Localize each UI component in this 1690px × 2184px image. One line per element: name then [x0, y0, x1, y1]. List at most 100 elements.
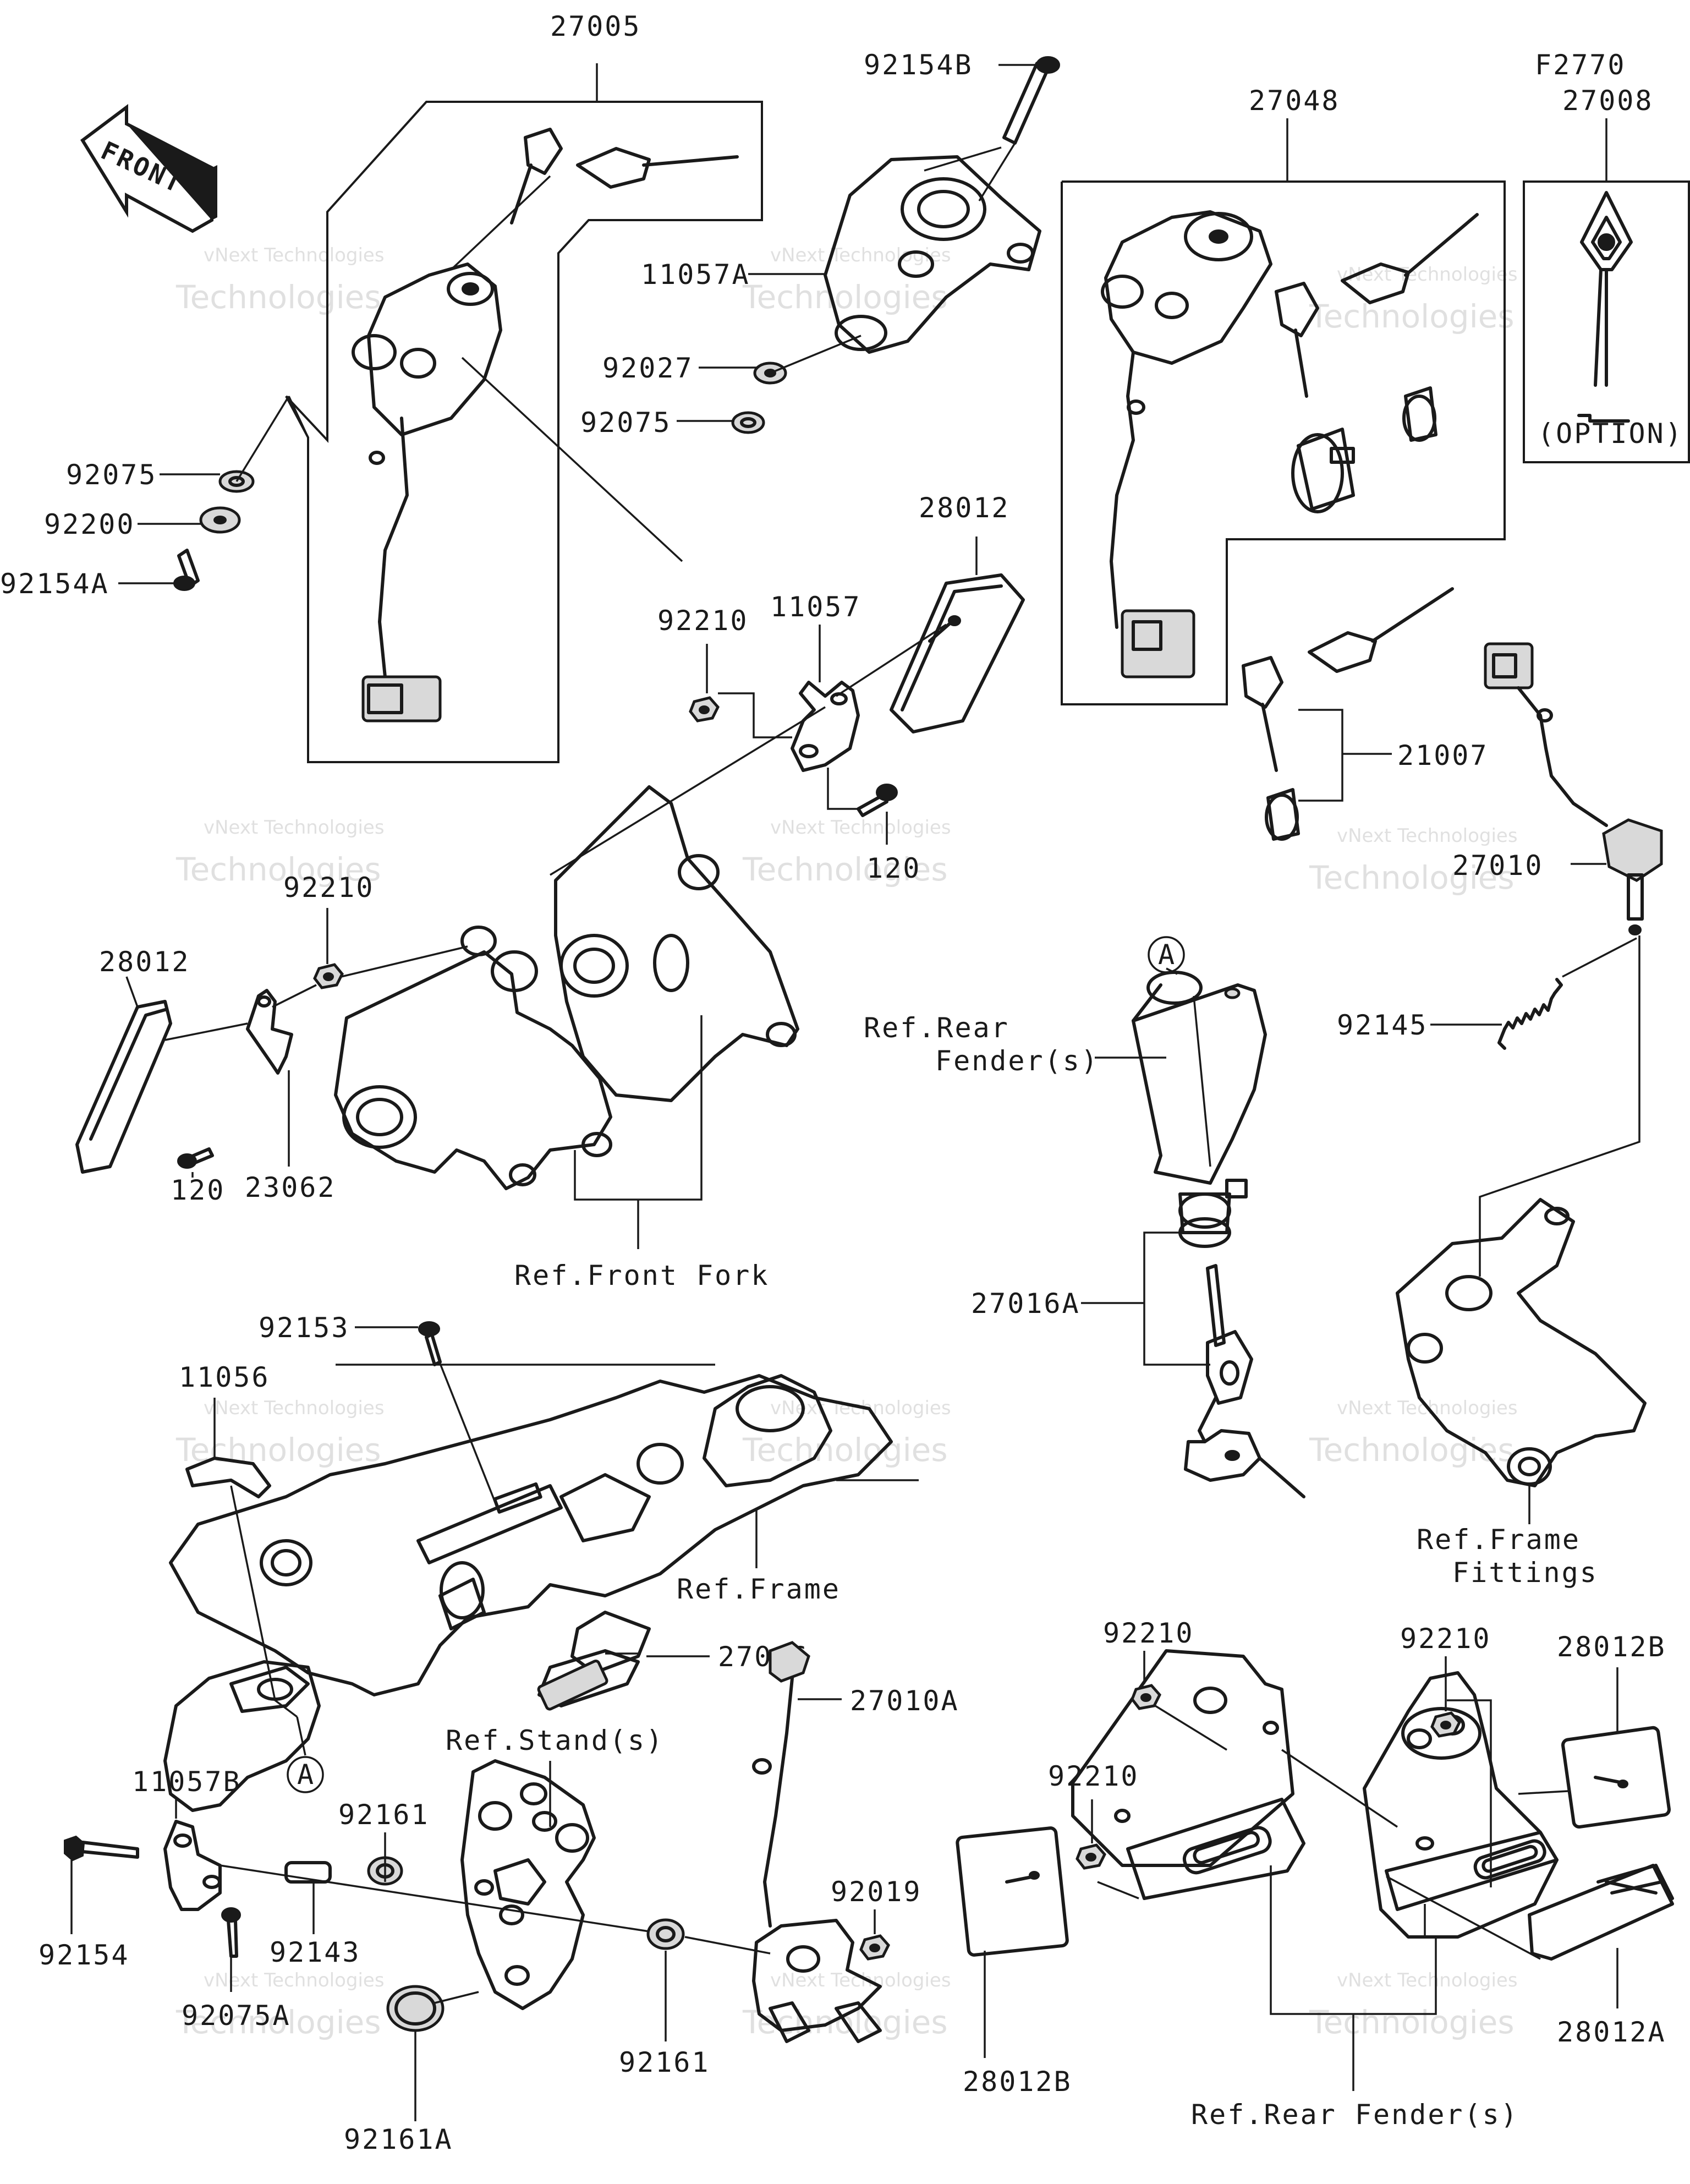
collar-92143 — [220, 1861, 650, 1934]
cap-92161A — [386, 1985, 479, 2121]
part-92161-label: 92161 — [338, 1799, 430, 1831]
reflector-28012B-left — [956, 1826, 1069, 2058]
watermark-text: Technologies — [742, 851, 948, 888]
bolt-120-top — [857, 784, 898, 817]
part-27010-label: 27010 — [1452, 850, 1544, 882]
marker-a-circle — [287, 1756, 324, 1793]
ref-rear-fenders: Ref.Rear Fender(s) — [1191, 2099, 1519, 2131]
part-11056-label: 11056 — [179, 1361, 270, 1393]
part-11057A-label: 11057A — [641, 259, 750, 291]
watermark-text: Technologies — [175, 278, 381, 316]
stand-plate — [460, 1759, 596, 2010]
bracket-11057 — [550, 623, 947, 876]
part-92210-label: 92210 — [1048, 1760, 1139, 1792]
reflector-28012B-right — [1518, 1667, 1671, 1829]
part-28012B-label: 28012B — [1557, 1631, 1666, 1663]
part-23062-label: 23062 — [245, 1172, 336, 1203]
part-92161A-label: 92161A — [344, 2123, 453, 2155]
part-92019-label: 92019 — [831, 1876, 922, 1908]
part-120-label: 120 — [866, 852, 921, 884]
key-set-21007 — [1242, 587, 1454, 841]
watermark-text: vNext Technologies — [204, 244, 385, 266]
watermark-text: vNext Technologies — [1337, 1969, 1518, 1991]
part-28012-label: 28012 — [919, 492, 1010, 524]
watermark-text: vNext Technologies — [770, 1969, 951, 1991]
lock-27016A — [1081, 1179, 1305, 1498]
bracket-11057B — [163, 1820, 222, 1911]
bolt-92154 — [64, 1835, 139, 1934]
washer-stack-left — [173, 396, 309, 591]
watermark-text: vNext Technologies — [770, 244, 951, 266]
nut-92019 — [859, 1909, 890, 1961]
ref-frame: Ref.Frame — [677, 1573, 841, 1605]
part-27008-label: 27008 — [1562, 85, 1654, 117]
bolt-92075A — [221, 1907, 241, 1992]
part-21007-label: 21007 — [1397, 740, 1489, 771]
part-27048-label: 27048 — [1249, 85, 1340, 117]
marker-a-bottom: A — [297, 1759, 315, 1791]
watermark-text: vNext Technologies — [770, 817, 951, 839]
washer-92161-a — [367, 1856, 403, 1886]
part-92143-label: 92143 — [270, 1936, 361, 1968]
part-28012A-label: 28012A — [1557, 2016, 1666, 2048]
part-92154A-label: 92154A — [0, 568, 109, 600]
rear-fender-plate — [1132, 936, 1267, 1185]
nut-92210-r3 — [1430, 1656, 1461, 1738]
watermark-text: Technologies — [1309, 298, 1515, 335]
watermark-text: Technologies — [742, 278, 948, 316]
bolt-92153 — [418, 1321, 496, 1503]
part-27005-label: 27005 — [550, 10, 641, 42]
bracket-23062 — [164, 945, 468, 1075]
ref-stands: Ref.Stand(s) — [446, 1725, 664, 1756]
front-fork-brackets — [334, 785, 799, 1249]
part-92153-label: 92153 — [259, 1312, 350, 1344]
part-27016A-label: 27016A — [971, 1288, 1080, 1320]
part-92210-label: 92210 — [1400, 1623, 1491, 1655]
part-120-label: 120 — [171, 1174, 225, 1206]
watermark-text: vNext Technologies — [1337, 825, 1518, 847]
assembly-27005 — [285, 63, 763, 763]
part-92154-label: 92154 — [39, 1939, 130, 1971]
part-11057-label: 11057 — [770, 591, 862, 623]
reflector-28012-left — [75, 976, 172, 1174]
rear-fender-bracket-right — [1281, 1671, 1559, 1960]
clip-11056 — [185, 1398, 298, 1718]
part-92210-label: 92210 — [657, 605, 749, 637]
part-92075A-label: 92075A — [182, 2000, 291, 2032]
watermark-text: vNext Technologies — [204, 1969, 385, 1991]
watermark-text: Technologies — [175, 2004, 381, 2041]
part-92161-label: 92161 — [619, 2046, 710, 2078]
part-92200-label: 92200 — [44, 508, 135, 540]
front-arrow-icon: FRONT — [80, 104, 217, 233]
reflector-28012-top — [890, 537, 1025, 734]
part-11057B-label: 11057B — [132, 1766, 242, 1798]
nut-92210-r1 — [1131, 1651, 1227, 1751]
option-box — [1523, 118, 1690, 463]
ref-rear-fender-line1: Ref.Rear — [864, 1012, 1009, 1044]
bolt-120-left — [177, 1147, 214, 1169]
frame-fittings — [1396, 1198, 1647, 1524]
part-28012B-label: 28012B — [963, 2066, 1072, 2098]
part-92210-label: 92210 — [1103, 1617, 1194, 1649]
part-92154B-label: 92154B — [864, 49, 973, 81]
bracket-11057A — [824, 56, 1060, 354]
part-28012-label: 28012 — [99, 946, 190, 978]
watermark-text: Technologies — [742, 1431, 948, 1469]
part-92027-label: 92027 — [602, 352, 694, 384]
assembly-27048 — [1061, 118, 1506, 705]
marker-a: A — [1158, 939, 1176, 971]
nut-92210-left — [313, 963, 344, 989]
part-92075-label: 92075 — [580, 407, 672, 439]
washer-92161-b — [646, 1918, 771, 2041]
main-frame — [163, 1364, 919, 1812]
rear-fender-bracket-left — [1071, 1649, 1305, 1904]
part-92145-label: 92145 — [1337, 1009, 1428, 1041]
switch-27010 — [1484, 642, 1663, 935]
watermark-text: Technologies — [175, 1431, 381, 1469]
washers-center — [731, 335, 862, 434]
ref-frame-fittings-line2: Fittings — [1452, 1557, 1598, 1589]
watermarks: vNext Technologies Technologies vNext Te… — [175, 244, 1518, 2041]
ref-frame-fittings-line1: Ref.Frame — [1417, 1524, 1581, 1556]
watermark-text: vNext Technologies — [1337, 264, 1518, 286]
